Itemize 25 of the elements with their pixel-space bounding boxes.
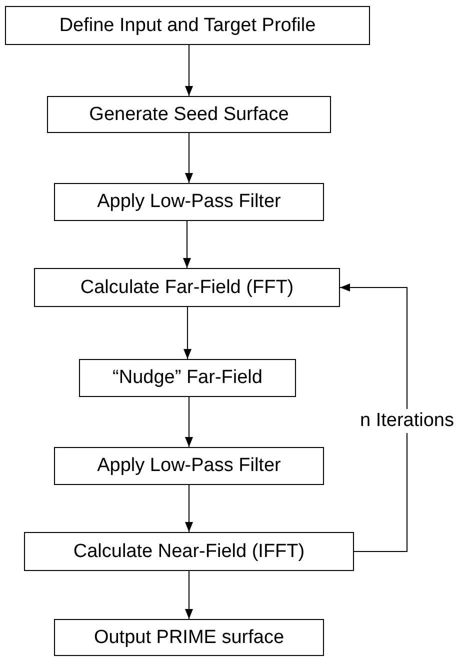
process-box [54, 619, 324, 656]
arrow [185, 132, 193, 184]
arrow [340, 284, 408, 552]
box-label: Apply Low-Pass Filter [97, 455, 281, 477]
box-label: Calculate Far-Field (FFT) [80, 276, 294, 298]
process-box [79, 359, 296, 397]
arrow [184, 306, 192, 360]
process-box [34, 268, 340, 307]
arrow [185, 396, 193, 448]
box-label: Output PRIME surface [94, 626, 284, 648]
process-box [54, 447, 324, 485]
arrow [183, 220, 191, 268]
arrow [185, 44, 193, 96]
process-box [47, 96, 331, 133]
box-label: Calculate Near-Field (IFFT) [73, 540, 305, 562]
box-label: Apply Low-Pass Filter [97, 191, 281, 213]
arrow [185, 484, 193, 532]
process-box [24, 532, 354, 571]
edge-label: n Iterations [360, 408, 454, 432]
box-label: Generate Seed Surface [89, 104, 289, 126]
process-box [5, 6, 370, 45]
arrow [185, 570, 193, 620]
box-label: Define Input and Target Profile [59, 14, 316, 36]
box-label: “Nudge” Far-Field [112, 367, 262, 389]
process-box [54, 183, 324, 221]
